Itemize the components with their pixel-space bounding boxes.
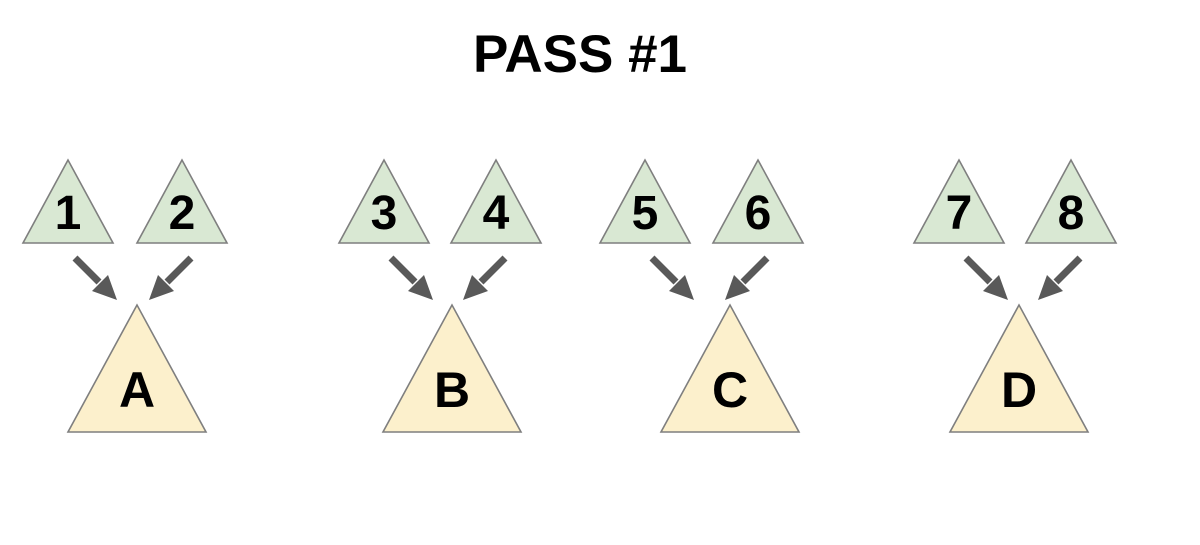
- input-triangle-label: 7: [945, 187, 973, 240]
- triangle-shape: [135, 158, 229, 244]
- arrow-down-right-icon: [963, 255, 1008, 300]
- output-triangle-d: D: [947, 303, 1091, 435]
- output-triangle-label: C: [711, 362, 749, 418]
- input-triangle-label: 3: [370, 187, 398, 240]
- output-triangle-label: D: [1000, 362, 1038, 418]
- triangle-shape: [659, 303, 801, 433]
- input-triangle-6: 6: [710, 158, 806, 246]
- triangle-shape: [598, 158, 692, 244]
- output-triangle-b: B: [380, 303, 524, 435]
- output-triangle-label: B: [433, 362, 471, 418]
- triangle-shape: [711, 158, 805, 244]
- input-triangle-label: 4: [482, 187, 510, 240]
- input-triangle-1: 1: [20, 158, 116, 246]
- input-triangle-label: 8: [1057, 187, 1085, 240]
- triangle-shape: [337, 158, 431, 244]
- input-triangle-label: 2: [168, 187, 196, 240]
- triangle-shape: [66, 303, 208, 433]
- output-triangle-label: A: [118, 362, 156, 418]
- arrow-down-left-icon: [149, 255, 194, 300]
- output-triangle-a: A: [65, 303, 209, 435]
- arrow-down-left-icon: [1038, 255, 1083, 300]
- arrow-down-right-icon: [388, 255, 433, 300]
- page-title: PASS #1: [472, 25, 688, 84]
- triangle-shape: [1024, 158, 1118, 244]
- input-triangle-label: 5: [631, 187, 659, 240]
- input-triangle-5: 5: [597, 158, 693, 246]
- input-triangle-8: 8: [1023, 158, 1119, 246]
- input-triangle-2: 2: [134, 158, 230, 246]
- arrow-down-right-icon: [649, 255, 694, 300]
- triangle-shape: [21, 158, 115, 244]
- triangle-shape: [948, 303, 1090, 433]
- output-triangle-c: C: [658, 303, 802, 435]
- triangle-shape: [912, 158, 1006, 244]
- arrow-down-left-icon: [463, 255, 508, 300]
- input-triangle-4: 4: [448, 158, 544, 246]
- input-triangle-label: 6: [744, 187, 772, 240]
- input-triangle-label: 1: [54, 187, 82, 240]
- input-triangle-3: 3: [336, 158, 432, 246]
- triangle-shape: [449, 158, 543, 244]
- arrow-down-right-icon: [72, 255, 117, 300]
- arrow-down-left-icon: [725, 255, 770, 300]
- triangle-shape: [381, 303, 523, 433]
- input-triangle-7: 7: [911, 158, 1007, 246]
